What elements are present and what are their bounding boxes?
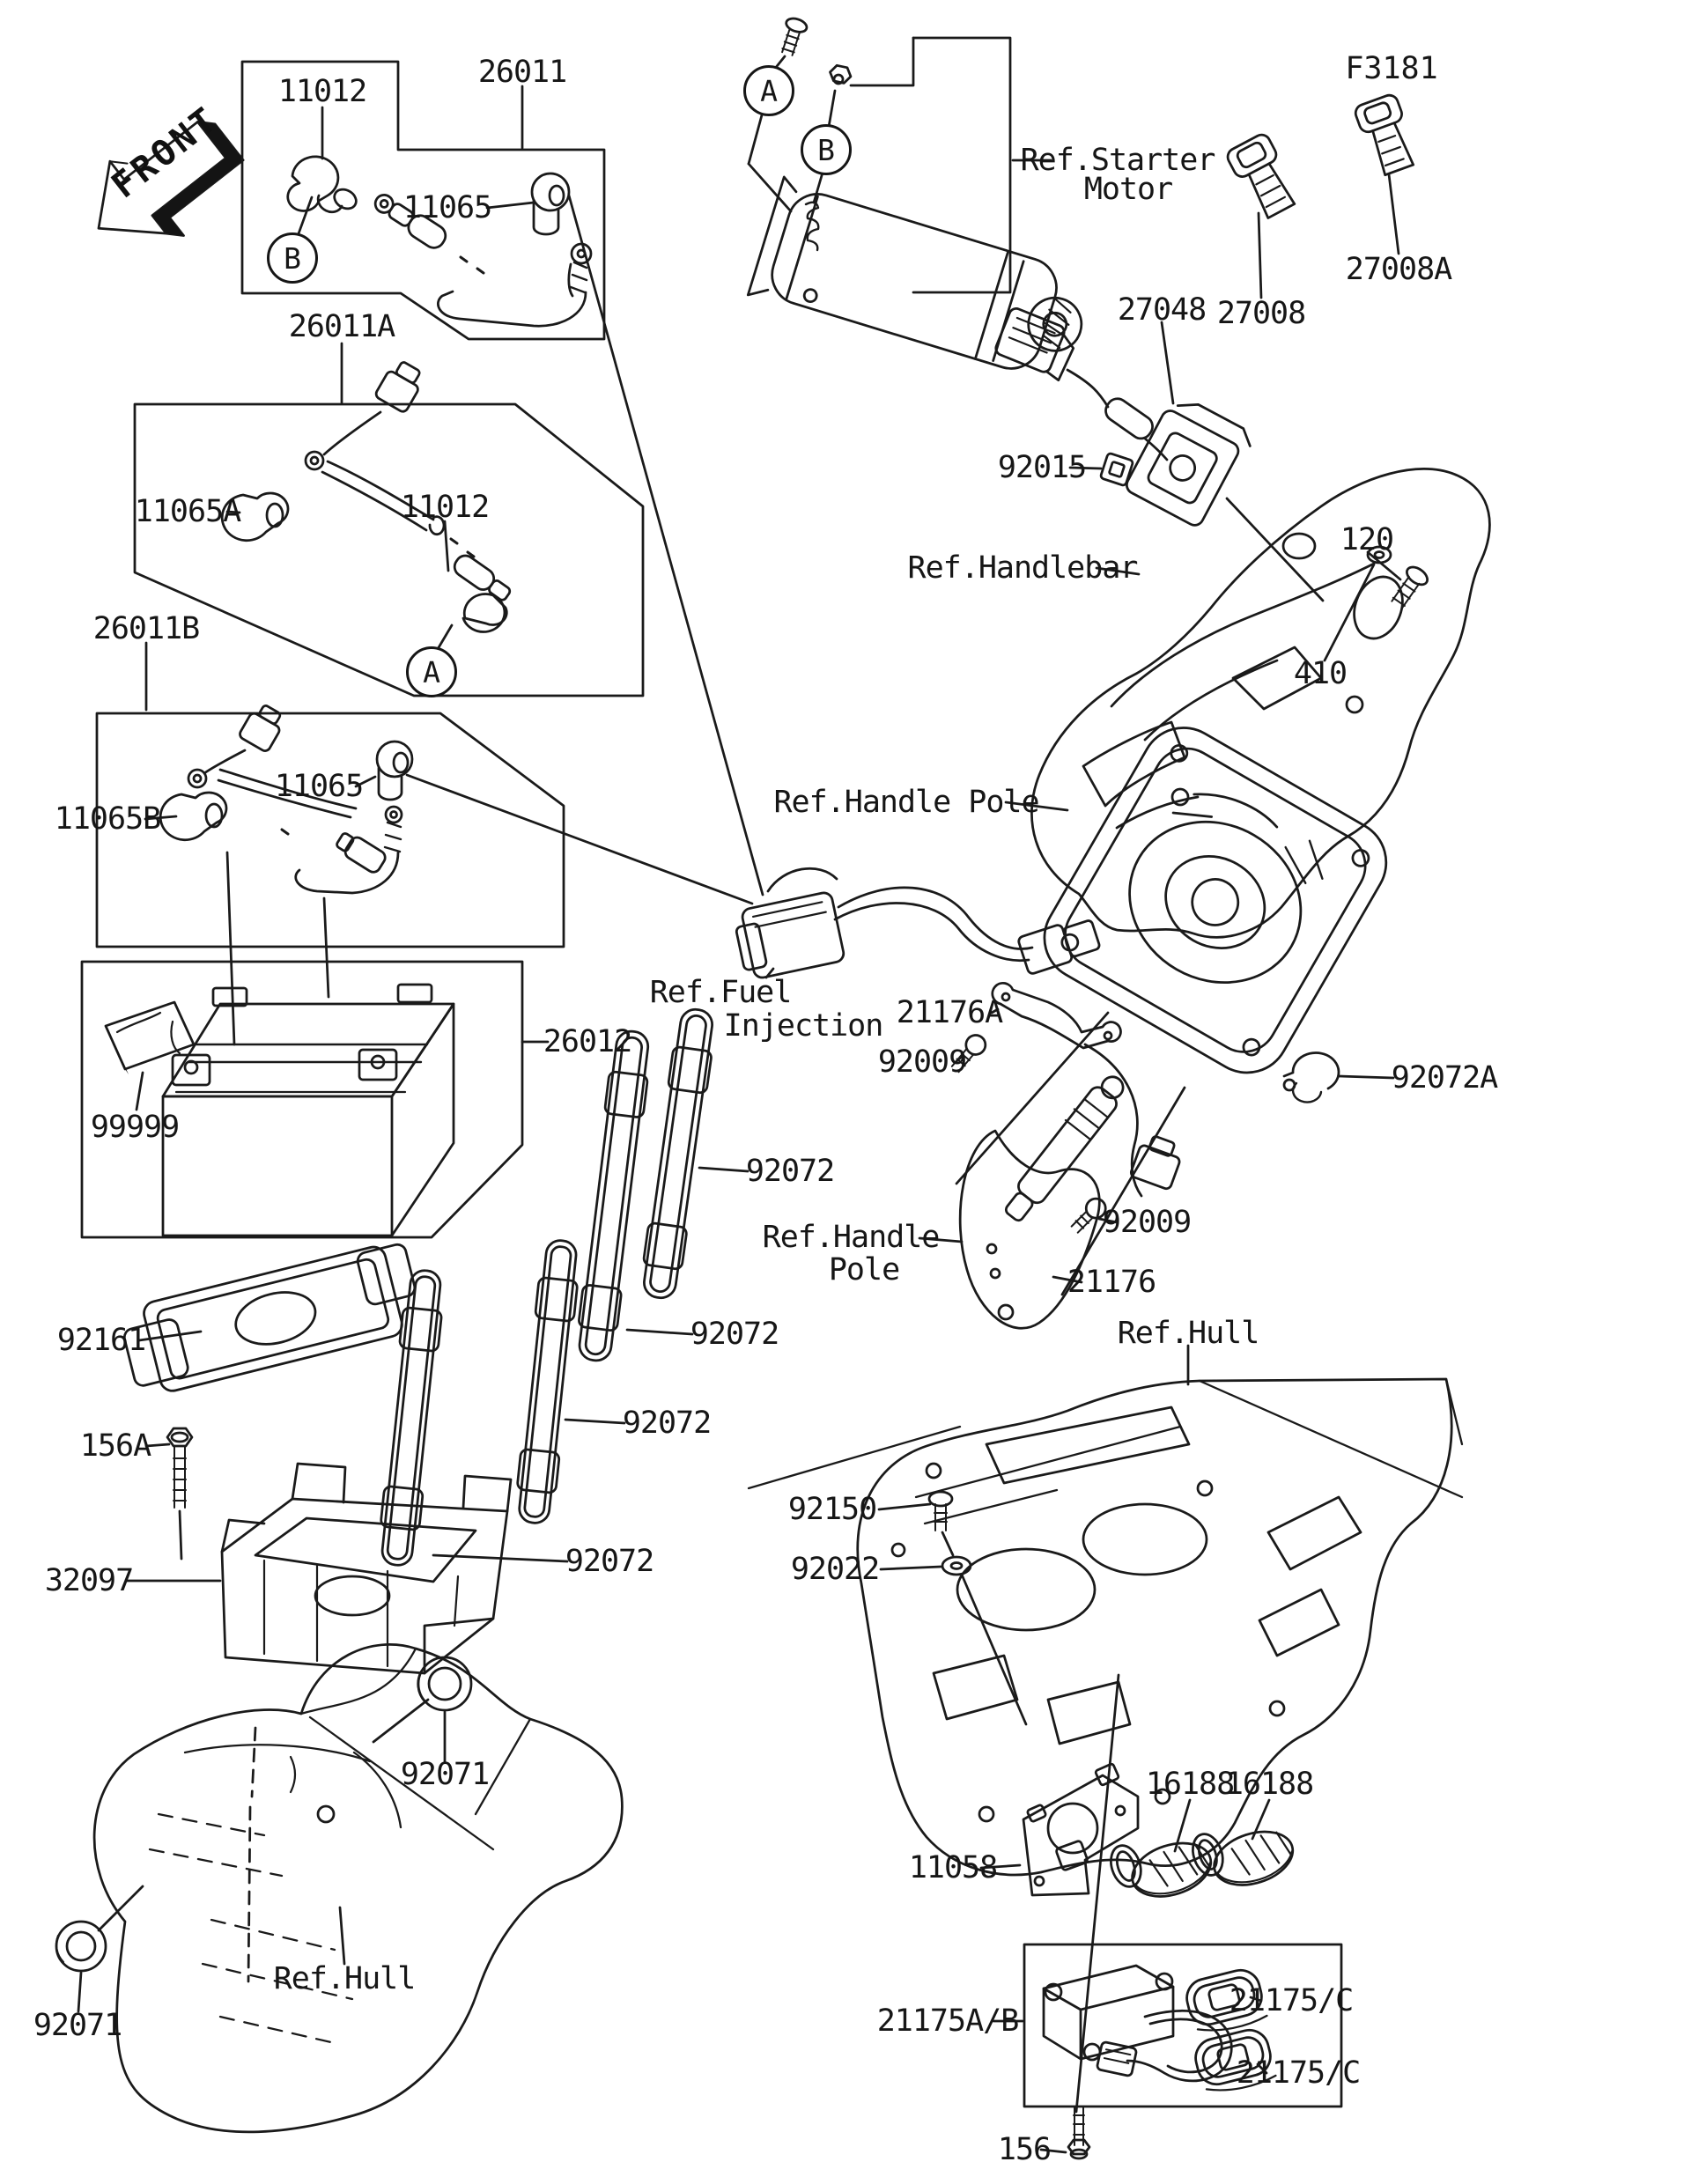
- part-label-99999: 99999: [90, 1110, 180, 1145]
- part-label-32097: 32097: [44, 1563, 134, 1598]
- part-label-Motor: Motor: [1083, 172, 1173, 207]
- part-label-11058: 11058: [908, 1850, 998, 1885]
- part-label-Ref-Starter: Ref.Starter: [1020, 143, 1216, 178]
- part-label-11012: 11012: [277, 74, 367, 109]
- part-label-21176A: 21176A: [896, 995, 1003, 1030]
- switch-assembly-drawing: [994, 307, 1325, 602]
- part-label-92072A: 92072A: [1391, 1060, 1498, 1096]
- part-label-Pole: Pole: [828, 1252, 900, 1288]
- part-label-92072: 92072: [745, 1154, 835, 1189]
- part-label-26011: 26011: [477, 55, 567, 90]
- bolt-156A-drawing: [144, 1427, 194, 1561]
- part-label-156: 156: [997, 2132, 1052, 2167]
- part-label-92150: 92150: [787, 1492, 877, 1527]
- part-label-92022: 92022: [790, 1552, 880, 1587]
- part-label-27048: 27048: [1117, 292, 1207, 328]
- front-arrow-icon: [97, 121, 245, 237]
- part-label-26012: 26012: [543, 1024, 632, 1059]
- group-box-26011A: [133, 342, 645, 697]
- group-box-26011B: [95, 641, 754, 1046]
- left-hull-drawing: [55, 1643, 624, 2134]
- part-label-Ref-Hull: Ref.Hull: [1117, 1316, 1260, 1351]
- right-hull-drawing: [747, 1344, 1464, 1877]
- figure-code: F3181: [1345, 51, 1438, 86]
- part-label-92161: 92161: [56, 1323, 146, 1358]
- part-label-16188: 16188: [1145, 1767, 1235, 1802]
- immobilizer-group-box: [992, 1943, 1343, 2108]
- group-box-26011: [240, 60, 764, 896]
- detail-marker-B: B: [267, 232, 318, 284]
- key-fob-drawings: [1110, 1798, 1295, 1898]
- detail-marker-B: B: [801, 124, 852, 175]
- ignition-key-drawings: [1226, 93, 1415, 299]
- part-label-Injection: Injection: [723, 1008, 884, 1044]
- detail-marker-A: A: [743, 65, 794, 116]
- part-label-21176: 21176: [1067, 1265, 1156, 1300]
- part-label-92009: 92009: [1102, 1205, 1192, 1240]
- part-label-Ref-Hull: Ref.Hull: [273, 1961, 417, 1996]
- pole-sensor-drawings: [918, 981, 1395, 1330]
- part-label-120: 120: [1340, 522, 1394, 557]
- part-label-11012: 11012: [400, 490, 490, 525]
- part-label-92072: 92072: [690, 1317, 779, 1352]
- part-label-26011A: 26011A: [288, 309, 395, 344]
- part-label-11065: 11065: [402, 190, 492, 225]
- part-label-27008A: 27008A: [1345, 252, 1452, 287]
- part-label-Ref-Handle-Pole: Ref.Handle Pole: [773, 785, 1039, 820]
- part-label-11065A: 11065A: [134, 494, 241, 529]
- part-label-92009: 92009: [877, 1044, 967, 1080]
- battery-tray-drawing: [125, 1462, 513, 1983]
- fuel-injection-coupler-drawing: [735, 867, 1101, 979]
- part-label-92072: 92072: [622, 1406, 712, 1441]
- part-label-92071: 92071: [400, 1757, 490, 1792]
- part-label-Ref-Fuel: Ref.Fuel: [649, 975, 793, 1010]
- part-label-21175A-B: 21175A/B: [876, 2003, 1020, 2039]
- part-label-92071: 92071: [33, 2008, 122, 2043]
- battery-strap-drawings: [380, 1007, 750, 1567]
- detail-marker-A: A: [406, 646, 457, 697]
- bracket-11058-drawing: [979, 1673, 1140, 2114]
- starter-motor-drawing: [746, 17, 1083, 370]
- handlebar-cover-drawing: [1030, 468, 1491, 939]
- battery-plate-drawing: [122, 1243, 417, 1392]
- part-label-11065: 11065: [274, 769, 364, 804]
- part-label-26011B: 26011B: [92, 611, 200, 646]
- part-label-92015: 92015: [997, 450, 1087, 485]
- part-label-156A: 156A: [79, 1428, 151, 1464]
- battery-group-box: [80, 960, 550, 1239]
- part-label-21175-C: 21175/C: [1229, 1983, 1355, 2018]
- part-label-21175-C: 21175/C: [1236, 2055, 1362, 2091]
- bolt-156-drawing: [1039, 2106, 1091, 2160]
- part-label-Ref-Handlebar: Ref.Handlebar: [907, 550, 1139, 586]
- battery-drawing: [161, 983, 455, 1237]
- part-label-16188: 16188: [1224, 1767, 1314, 1802]
- part-label-92072: 92072: [565, 1544, 654, 1579]
- part-label-11065B: 11065B: [54, 801, 161, 837]
- part-label-410: 410: [1293, 656, 1348, 691]
- part-label-Ref-Handle: Ref.Handle: [762, 1220, 941, 1255]
- part-label-27008: 27008: [1216, 296, 1306, 331]
